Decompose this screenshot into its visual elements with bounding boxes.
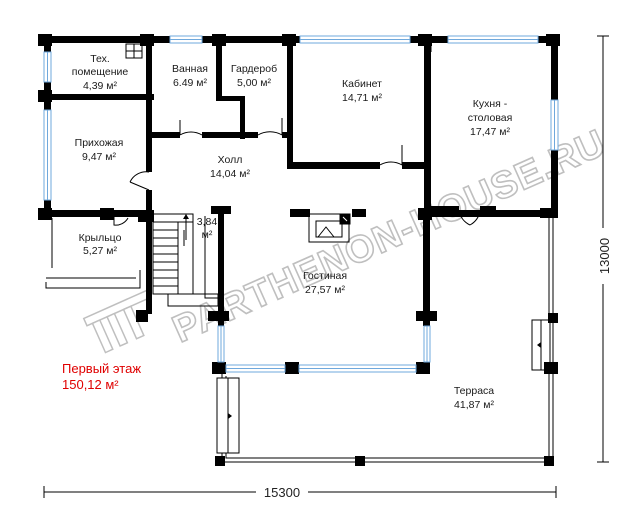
room-hallway: Прихожая 9,47 м²	[75, 137, 124, 163]
room-tech-name-line1: Тех.	[90, 53, 110, 65]
height-dimension: 13000	[597, 238, 612, 274]
doors	[113, 43, 481, 226]
room-hall-area: 14,04 м²	[210, 168, 250, 180]
floor-title: Первый этаж 150,12 м²	[62, 361, 141, 392]
room-wardrobe-name: Гардероб	[231, 63, 277, 75]
room-labels: Тех. помещение 4,39 м² Ванная 6.49 м² Га…	[72, 53, 513, 411]
height-label-bg	[596, 228, 612, 284]
room-cabinet-name: Кабинет	[342, 78, 382, 90]
room-stair-area-line1: 3,84	[197, 216, 218, 228]
room-stair-area-line2: м²	[202, 229, 213, 241]
room-kitchen-name-line2: столовая	[468, 112, 513, 124]
room-cabinet-area: 14,71 м²	[342, 92, 382, 104]
room-hall: Холл 14,04 м²	[210, 154, 250, 180]
room-living-name: Гостиная	[303, 270, 347, 282]
watermark-logo-icon	[82, 288, 152, 354]
room-hallway-area: 9,47 м²	[82, 151, 117, 163]
room-porch: Крыльцо 5,27 м²	[79, 232, 122, 257]
room-kitchen: Кухня - столовая 17,47 м²	[468, 98, 513, 138]
stair-arrow-icon	[183, 214, 189, 240]
room-porch-name: Крыльцо	[79, 232, 122, 244]
windows	[43, 35, 559, 373]
room-terrace-name: Терраса	[454, 385, 494, 397]
room-bath-area: 6.49 м²	[173, 77, 208, 89]
width-dimension: 15300	[264, 485, 300, 500]
room-wardrobe-area: 5,00 м²	[237, 77, 272, 89]
room-terrace-area: 41,87 м²	[454, 399, 494, 411]
room-living: Гостиная 27,57 м²	[303, 270, 347, 296]
floor-title-text: Первый этаж	[62, 361, 141, 376]
fireplace-icon	[308, 213, 351, 243]
room-kitchen-area: 17,47 м²	[470, 126, 510, 138]
room-cabinet: Кабинет 14,71 м²	[342, 78, 382, 104]
width-label-bg	[256, 484, 308, 500]
porch-railing	[45, 218, 141, 289]
room-hallway-name: Прихожая	[75, 137, 124, 149]
room-kitchen-name-line1: Кухня -	[473, 98, 508, 110]
room-tech: Тех. помещение 4,39 м²	[72, 53, 129, 92]
room-stair: 3,84 м²	[197, 216, 218, 241]
room-terrace: Терраса 41,87 м²	[454, 385, 495, 411]
room-tech-area: 4,39 м²	[83, 80, 118, 92]
terrace-arrows	[228, 342, 541, 419]
room-porch-area: 5,27 м²	[83, 245, 118, 257]
room-bath: Ванная 6.49 м²	[172, 63, 208, 89]
floor-area-text: 150,12 м²	[62, 377, 119, 392]
room-tech-name-line2: помещение	[72, 66, 129, 78]
room-bath-name: Ванная	[172, 63, 208, 75]
room-living-area: 27,57 м²	[305, 284, 345, 296]
room-wardrobe: Гардероб 5,00 м²	[231, 63, 277, 89]
room-hall-name: Холл	[218, 154, 243, 166]
